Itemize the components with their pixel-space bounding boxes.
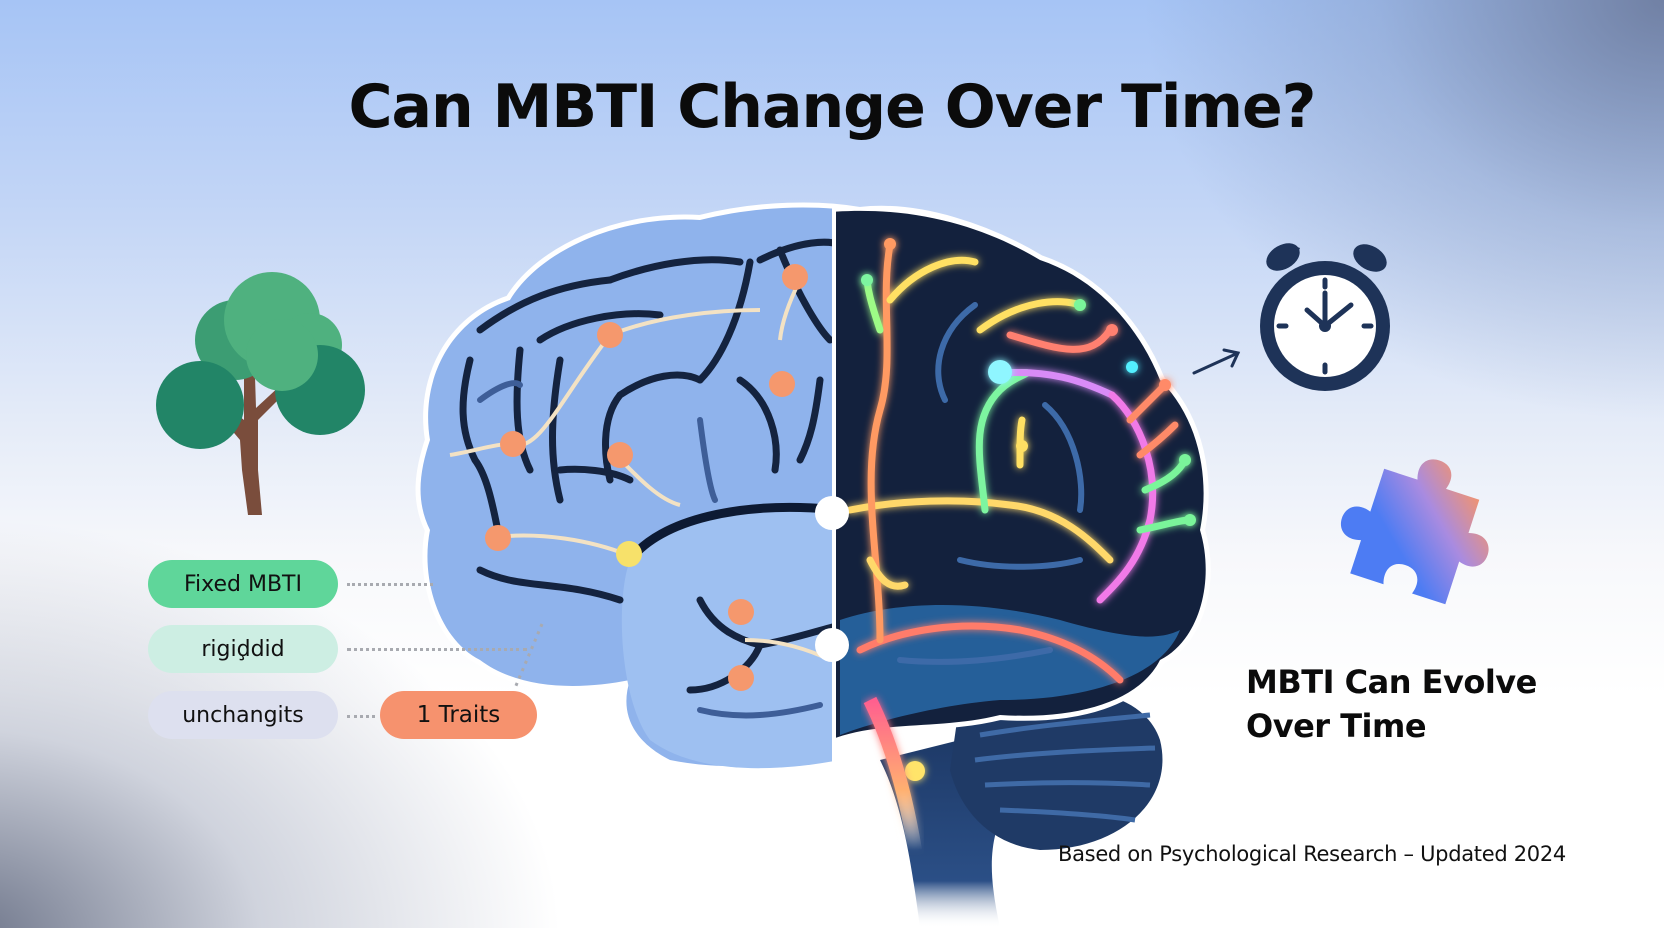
unchanging-pill: unchangits xyxy=(148,691,338,739)
footer-caption: Based on Psychological Research – Update… xyxy=(1058,842,1566,866)
fixed-mbti-pill: Fixed MBTI xyxy=(148,560,338,608)
connector-unchanging xyxy=(347,715,375,718)
rigid-pill: rigiḑdid xyxy=(148,625,338,673)
page-title: Can MBTI Change Over Time? xyxy=(348,72,1317,142)
evolve-line-1: MBTI Can Evolve xyxy=(1246,663,1537,701)
evolve-line-2: Over Time xyxy=(1246,707,1427,745)
connector-rigid xyxy=(347,648,527,651)
evolve-heading: MBTI Can Evolve Over Time xyxy=(1246,660,1537,748)
connector-fixed xyxy=(347,583,433,586)
traits-pill: 1 Traits xyxy=(380,691,537,739)
